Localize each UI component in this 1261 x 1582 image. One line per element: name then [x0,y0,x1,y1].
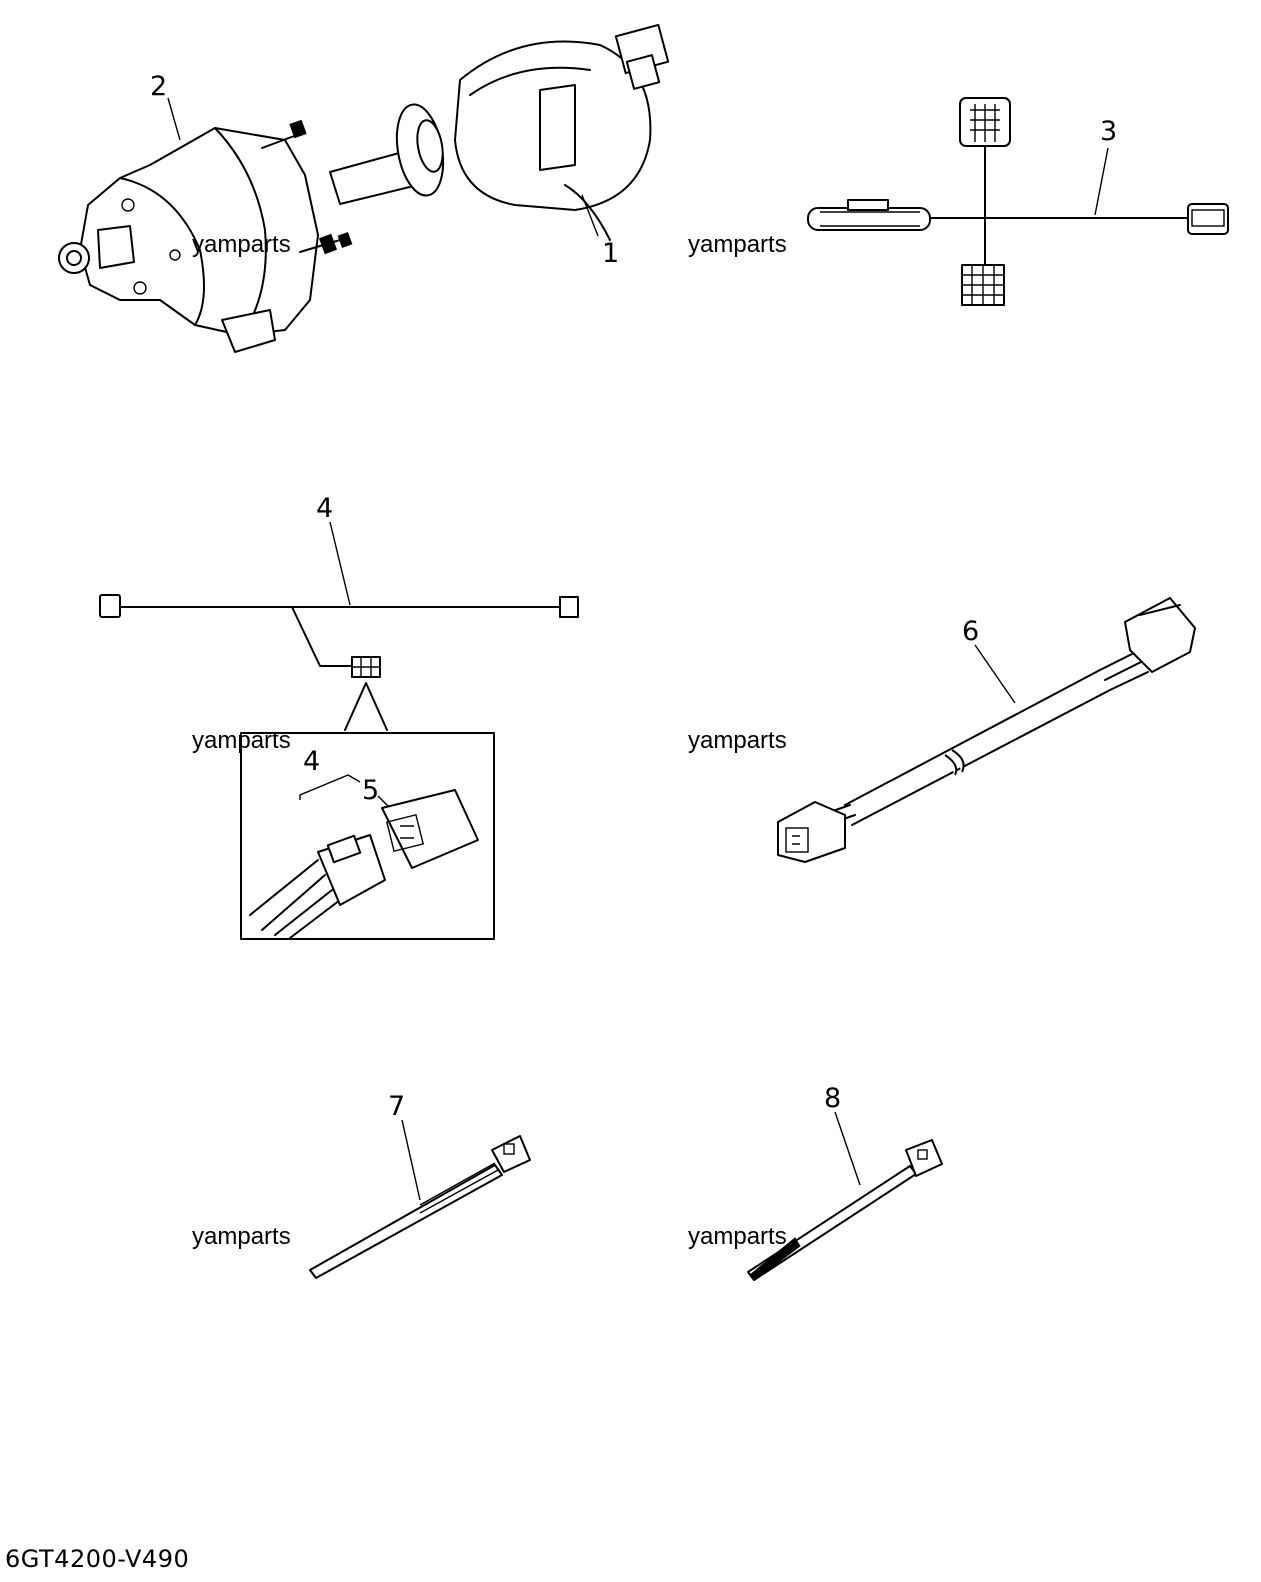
part-4-sub-harness [99,594,579,940]
callout-4-detail: 4 [303,746,321,777]
part-1-key-switch [329,23,670,241]
callout-1: 1 [602,238,620,269]
watermark-text: yamparts [192,231,291,258]
watermark-text: yamparts [192,1223,291,1250]
callout-2: 2 [150,71,168,102]
leader-lines [167,97,1109,1201]
callout-8: 8 [824,1083,842,1114]
part-7-cable-tie [309,1135,531,1279]
watermark-text: yamparts [688,727,787,754]
part-6-extension-lead [777,597,1196,863]
watermark-text: yamparts [688,1223,787,1250]
callout-5: 5 [362,775,380,806]
part-2-switch-housing [58,119,353,353]
part-3-wire-harness [807,97,1229,306]
callout-3: 3 [1100,116,1118,147]
part-8-cable-tie [747,1139,943,1281]
callout-4: 4 [316,493,334,524]
callout-7: 7 [388,1091,406,1122]
callout-6: 6 [962,616,980,647]
watermark-text: yamparts [192,727,291,754]
diagram-code: 6GT4200-V490 [5,1545,190,1573]
watermark-text: yamparts [688,231,787,258]
